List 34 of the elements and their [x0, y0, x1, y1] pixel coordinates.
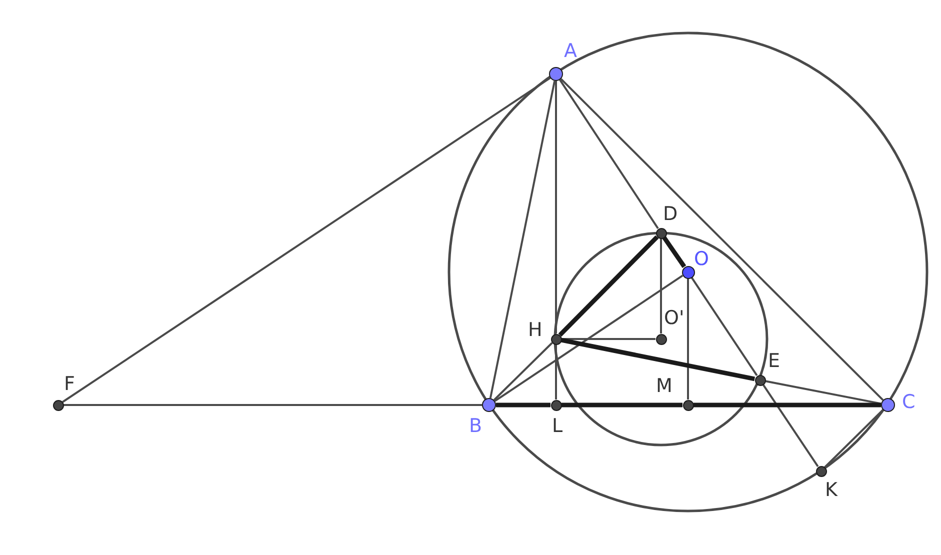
point-label: L: [552, 415, 563, 437]
line-segment: [559, 79, 659, 229]
line-segment: [687, 278, 689, 400]
line-segment: [555, 344, 557, 400]
point-label: A: [564, 40, 577, 62]
point-label: K: [825, 479, 838, 501]
line-segment: [555, 81, 557, 334]
point-label: E: [768, 350, 780, 372]
line-segment: [558, 235, 659, 337]
line-segment: [493, 342, 553, 401]
line-segment: [496, 402, 550, 408]
line-segment: [62, 77, 551, 403]
line-segment: [662, 236, 686, 268]
line-segment: [694, 402, 881, 408]
line-segment: [824, 409, 884, 468]
point-label: H: [528, 319, 542, 341]
line-segment: [64, 404, 482, 406]
line-segment: [762, 384, 819, 467]
point-label: M: [656, 375, 672, 397]
point-label: F: [64, 373, 75, 395]
point-label: O: [694, 248, 709, 270]
point-label: D: [663, 203, 678, 225]
line-segment: [765, 380, 882, 405]
line-segment: [560, 78, 884, 401]
line-segment: [560, 338, 756, 382]
line-segment: [494, 274, 684, 402]
line-segment: [562, 338, 656, 340]
line-segment: [690, 276, 758, 376]
point-label: B: [469, 415, 482, 437]
line-segment: [562, 402, 682, 408]
point-label: O': [664, 307, 684, 329]
line-segment: [489, 80, 556, 398]
point-label: C: [902, 391, 916, 413]
line-segment: [660, 238, 662, 334]
